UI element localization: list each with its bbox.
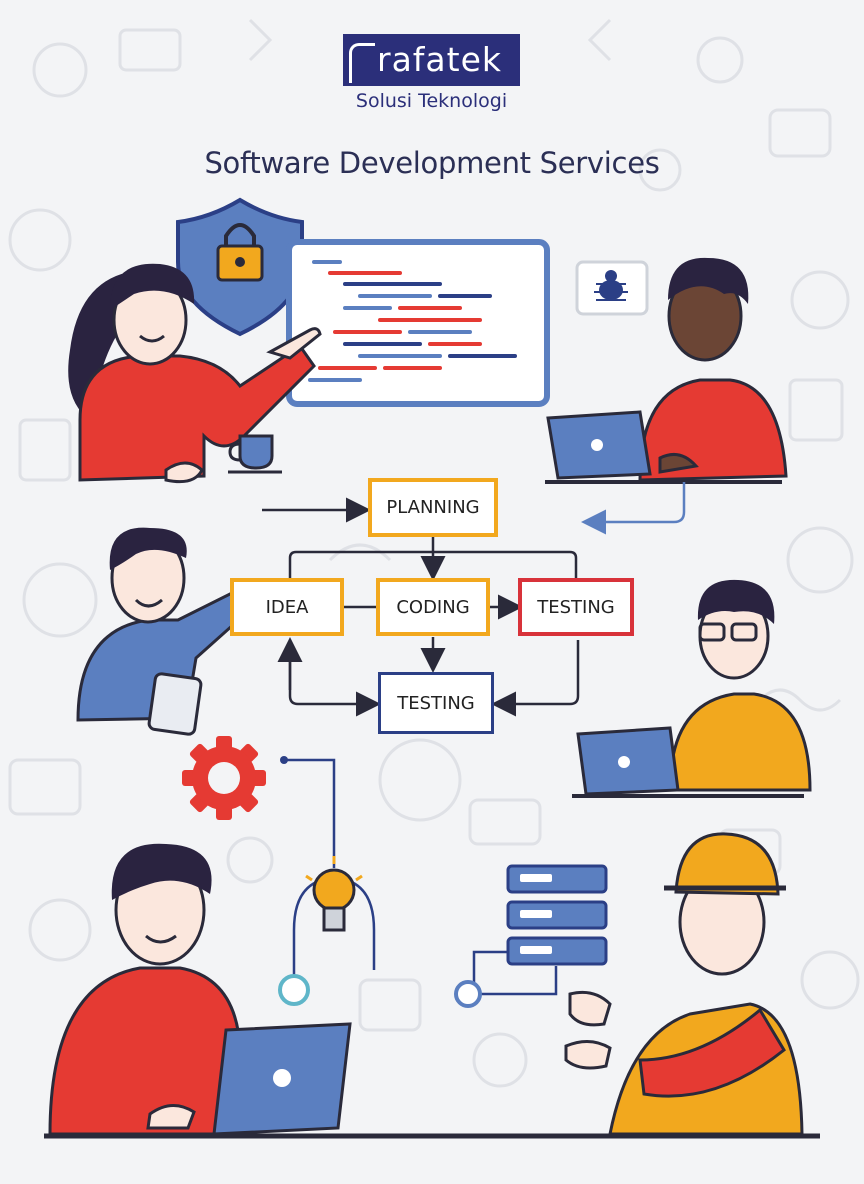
node-idea: IDEA	[230, 578, 344, 636]
page-title: Software Development Services	[204, 146, 660, 180]
node-coding: CODING	[376, 578, 490, 636]
logo-mark-icon	[349, 43, 375, 83]
code-screen	[286, 239, 550, 407]
gear-icon	[182, 736, 266, 820]
glasses-man-laptop	[572, 579, 812, 798]
presenter-woman	[68, 263, 322, 484]
brand-name: rafatek	[377, 40, 502, 79]
coffee-cup-icon	[228, 434, 282, 474]
return-arrow	[581, 482, 686, 535]
bug-icon	[575, 260, 649, 316]
server-stack-icon	[454, 864, 608, 1008]
node-testing-bottom: TESTING	[378, 672, 494, 734]
developer-man-laptop	[545, 257, 788, 484]
brand-tagline: Solusi Teknologi	[355, 90, 508, 112]
node-testing-right: TESTING	[518, 578, 634, 636]
lightbulb-icon	[278, 756, 376, 1006]
laptop-man	[48, 843, 352, 1136]
brand-logo: rafatek	[343, 34, 520, 86]
tablet-man	[76, 527, 284, 736]
shield-lock-icon	[176, 197, 304, 337]
node-planning: PLANNING	[368, 478, 498, 537]
hardhat-engineer	[564, 832, 804, 1136]
